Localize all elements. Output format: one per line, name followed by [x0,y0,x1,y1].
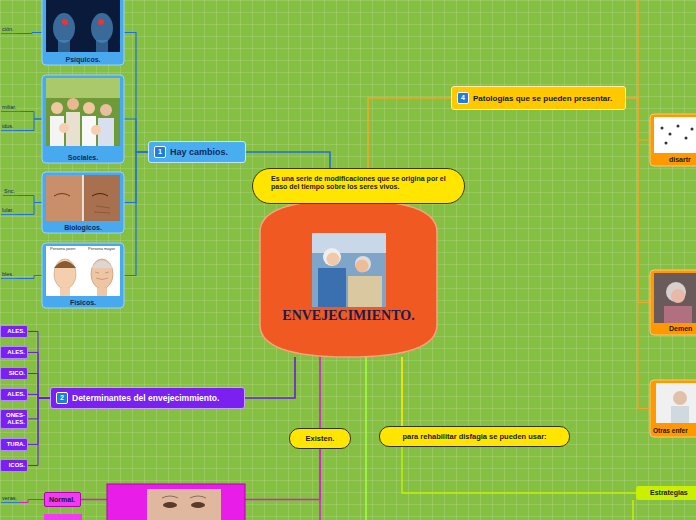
topic-text: veras. [2,495,17,501]
branch-connector [124,33,148,153]
central-shape [260,200,437,357]
branch-connector [401,357,403,426]
leaf-topic: Snc. [3,188,18,196]
factor-box: ONES- ALES. [0,409,28,429]
branch-connector [17,119,42,131]
branch-connector [124,119,148,152]
topic-text: SICO. [9,370,25,376]
psiquicos-picture [42,0,124,65]
factor-box: ICOS. [0,459,28,472]
leaf-topic: lular. [1,207,17,215]
topic-text: ALES. [7,391,25,397]
branch-box: 2 Determinantes del envejecimmiento. [50,387,245,409]
definition-bubble: Es una serie de modificaciones que se or… [252,168,465,204]
branch-box: para rehabilitar disfagia se pueden usar… [379,426,570,447]
branch-connector [17,276,42,279]
branch-connector [28,331,50,398]
branch-connector [319,357,321,428]
leaf-topic: veras. [1,495,20,503]
disartria-picture [650,114,696,166]
branch-connector [17,33,42,34]
topic-text: Es una serie de modificaciones que se or… [271,175,446,190]
topic-text: Normal. [49,496,75,503]
picture-topic: disartr [650,114,696,166]
topic-text: ción. [2,26,14,32]
biologicos-picture [42,172,124,233]
branch-lines [320,0,638,520]
branch-connector [124,152,148,276]
topic-text: idus. [2,123,14,129]
picture-caption: Persona mayor [88,246,115,251]
existen-picture [107,484,245,520]
branch-connector [28,373,50,398]
branch-connector [19,112,42,120]
topic-text: disartr [669,156,691,163]
topic-text: Snc. [4,188,15,194]
branch-connector [28,352,50,398]
topic-text: ENVEJECIMIENTO. [282,308,414,324]
topic-text: para rehabilitar disfagia se pueden usar… [402,432,546,441]
topic-text: ALES. [7,349,25,355]
topic-text: Demen [669,325,692,332]
topic-text: Existen. [306,434,335,443]
factor-box: TURA. [0,438,28,451]
leaf-topic: idus. [1,123,17,131]
branch-box: 1 Hay cambios. [148,141,246,163]
topic-text: Patologías que se pueden presentar. [473,94,612,103]
picture-caption: Persona joven [50,246,76,251]
topic-text: lular. [2,207,14,213]
callout-number: 4 [457,92,469,104]
callout-number: 1 [154,146,166,158]
branch-connector [18,196,42,203]
picture-topic: Biologicos. [42,172,124,233]
otras-picture [650,380,696,437]
sociales-picture [42,75,124,163]
branch-connector [28,398,50,465]
topic-text: Físicos. [70,299,96,306]
branch-connector [28,398,50,444]
topic-text: ALES. [7,328,25,334]
picture-topic: Físicos. [42,243,124,308]
topic-text: ONES- ALES. [6,412,25,425]
leaf-topic: bles. [1,271,17,279]
branch-connector [245,357,295,398]
topic-text: Estrategias [650,489,688,496]
type-box: Normal. [44,492,81,507]
topic-text: Sociales. [68,154,98,161]
topic-text: TURA. [7,441,25,447]
branch-connector [28,394,50,398]
callout-number: 2 [56,392,68,404]
branch-connector [17,203,42,215]
topic-text: Otras enfer [653,427,688,434]
leaf-topic: miliar. [1,104,19,112]
topic-text: Determinantes del envejecimmiento. [72,393,219,403]
branch-connector [28,398,50,419]
factor-box: ALES. [0,388,28,401]
demencia-picture [650,270,696,335]
topic-text: bles. [2,271,14,277]
picture-topic: Demen [650,270,696,335]
branch-connector [20,500,44,503]
factor-box: ALES. [0,346,28,359]
topic-text: Hay cambios. [170,147,228,157]
topic-text: Psíquicos. [65,56,100,63]
factor-box: ALES. [0,325,28,338]
factor-box: SICO. [0,367,28,380]
leaf-topic: ción. [1,26,17,34]
central-topic: ENVEJECIMIENTO. [260,200,437,357]
topic-text: miliar. [2,104,16,110]
branch-box: Existen. [289,428,351,449]
picture-topic: Psíquicos. [42,0,124,65]
topic-text: Biologicos. [64,224,102,231]
picture-topic: Sociales. [42,75,124,163]
topic-text: ICOS. [9,462,25,468]
strategy-box: Estrategias [636,486,696,500]
branch-connector [402,447,636,493]
branch-box: 4 Patologías que se pueden presentar. [451,86,626,110]
picture-topic: Otras enfer [650,380,696,437]
branch-connector [626,98,650,409]
fisicos-picture [42,243,124,308]
cut-branch [44,514,82,520]
